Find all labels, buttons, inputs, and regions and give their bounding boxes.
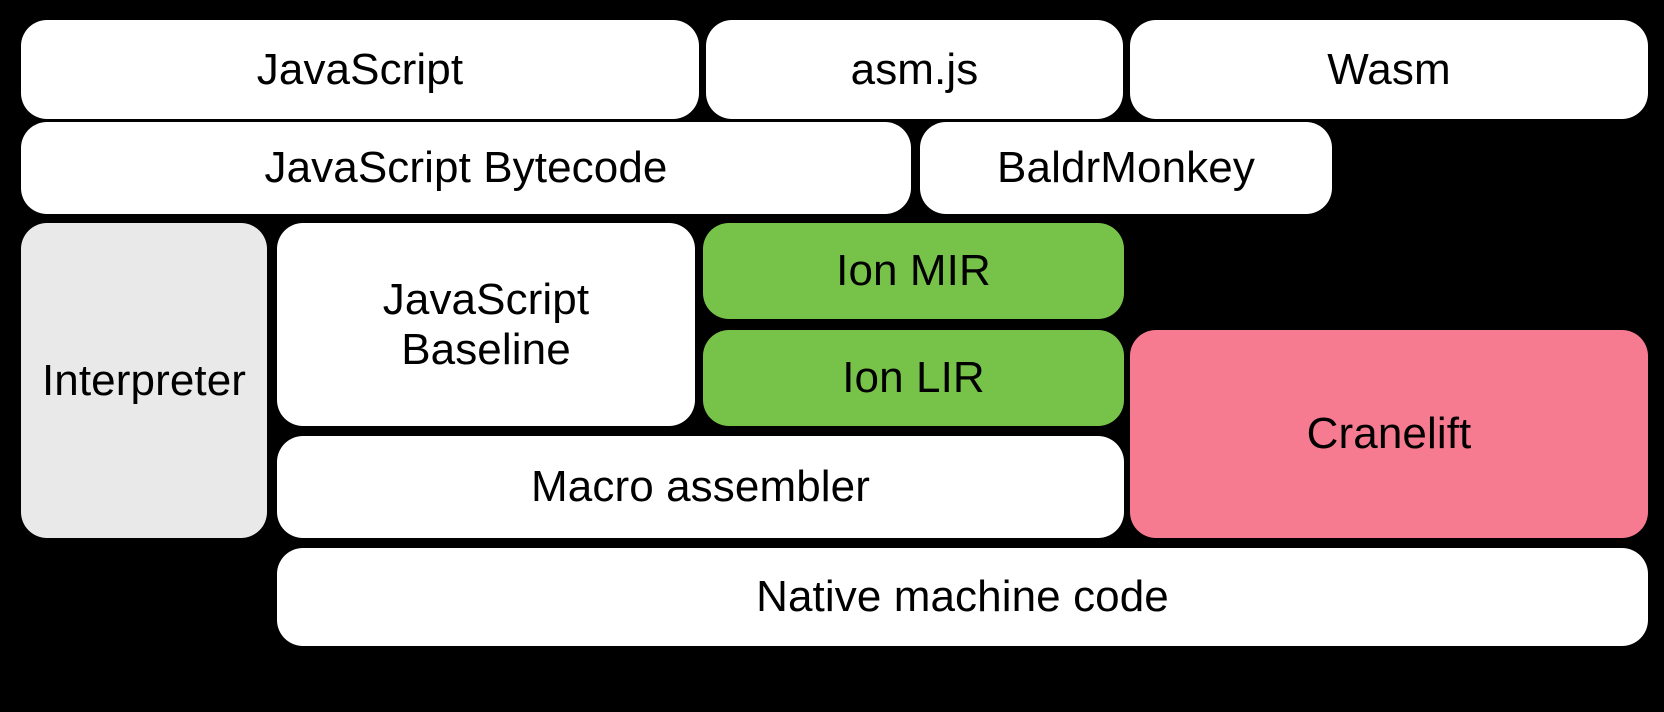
box-ion-mir: Ion MIR [703, 223, 1124, 319]
box-javascript-bytecode: JavaScript Bytecode [21, 122, 911, 214]
box-baldrmonkey: BaldrMonkey [920, 122, 1332, 214]
box-ion-lir: Ion LIR [703, 330, 1124, 426]
box-asm-js: asm.js [706, 20, 1123, 119]
box-wasm: Wasm [1130, 20, 1648, 119]
box-native-machine-code: Native machine code [277, 548, 1648, 646]
box-cranelift: Cranelift [1130, 330, 1648, 538]
box-javascript: JavaScript [21, 20, 699, 119]
box-macro-assembler: Macro assembler [277, 436, 1124, 538]
box-interpreter: Interpreter [21, 223, 267, 538]
box-javascript-baseline: JavaScript Baseline [277, 223, 695, 426]
